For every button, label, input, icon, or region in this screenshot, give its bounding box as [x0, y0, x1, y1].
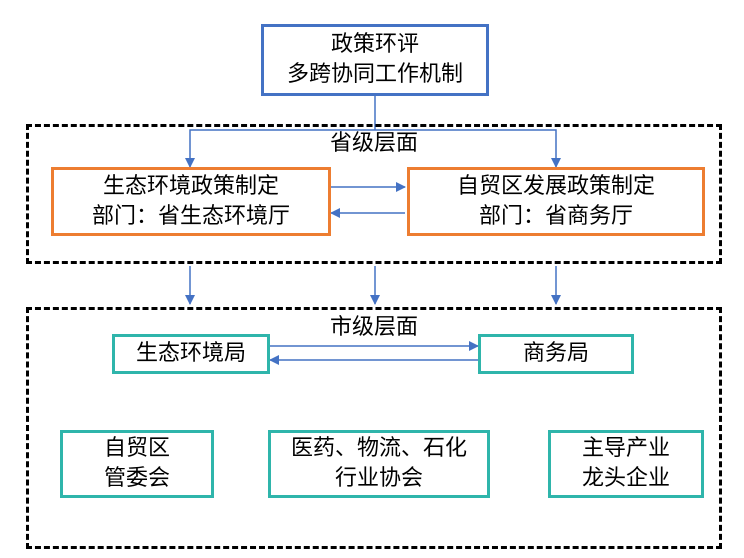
enterprises-line-2: 龙头企业	[581, 466, 670, 491]
eco-policy-line-2: 部门：省生态环境厅	[91, 203, 290, 229]
eco-policy-dept-box: 生态环境政策制定 部门：省生态环境厅	[51, 167, 331, 236]
province-level-region	[26, 124, 722, 264]
ftz-policy-line-2: 部门：省商务厅	[478, 203, 633, 229]
associations-line-2: 行业协会	[334, 466, 423, 491]
eco-bureau-box: 生态环境局	[112, 334, 270, 374]
city-level-region	[26, 307, 722, 549]
arrow-split-to-eco	[185, 129, 375, 168]
ftz-committee-line-2: 管委会	[103, 466, 170, 491]
commerce-bureau-box: 商务局	[478, 334, 634, 374]
province-level-label: 省级层面	[326, 131, 423, 157]
city-level-label: 市级层面	[326, 315, 423, 341]
ftz-policy-dept-box: 自贸区发展政策制定 部门：省商务厅	[407, 167, 705, 236]
eco-bureau-label: 生态环境局	[135, 341, 246, 366]
policy-eia-mechanism-box: 政策环评 多跨协同工作机制	[261, 24, 489, 96]
ftz-committee-box: 自贸区 管委会	[60, 430, 214, 498]
ftz-policy-line-1: 自贸区发展政策制定	[456, 173, 655, 199]
associations-line-1: 医药、物流、石化	[290, 436, 467, 461]
top-line-2: 多跨协同工作机制	[286, 62, 463, 87]
leading-enterprises-box: 主导产业 龙头企业	[548, 430, 704, 498]
commerce-bureau-label: 商务局	[522, 341, 589, 366]
top-line-1: 政策环评	[330, 32, 419, 57]
industry-associations-box: 医药、物流、石化 行业协会	[268, 430, 490, 498]
eco-policy-line-1: 生态环境政策制定	[102, 173, 279, 199]
arrow-split-to-ftz	[375, 129, 561, 168]
enterprises-line-1: 主导产业	[581, 436, 670, 461]
ftz-committee-line-1: 自贸区	[103, 436, 170, 461]
